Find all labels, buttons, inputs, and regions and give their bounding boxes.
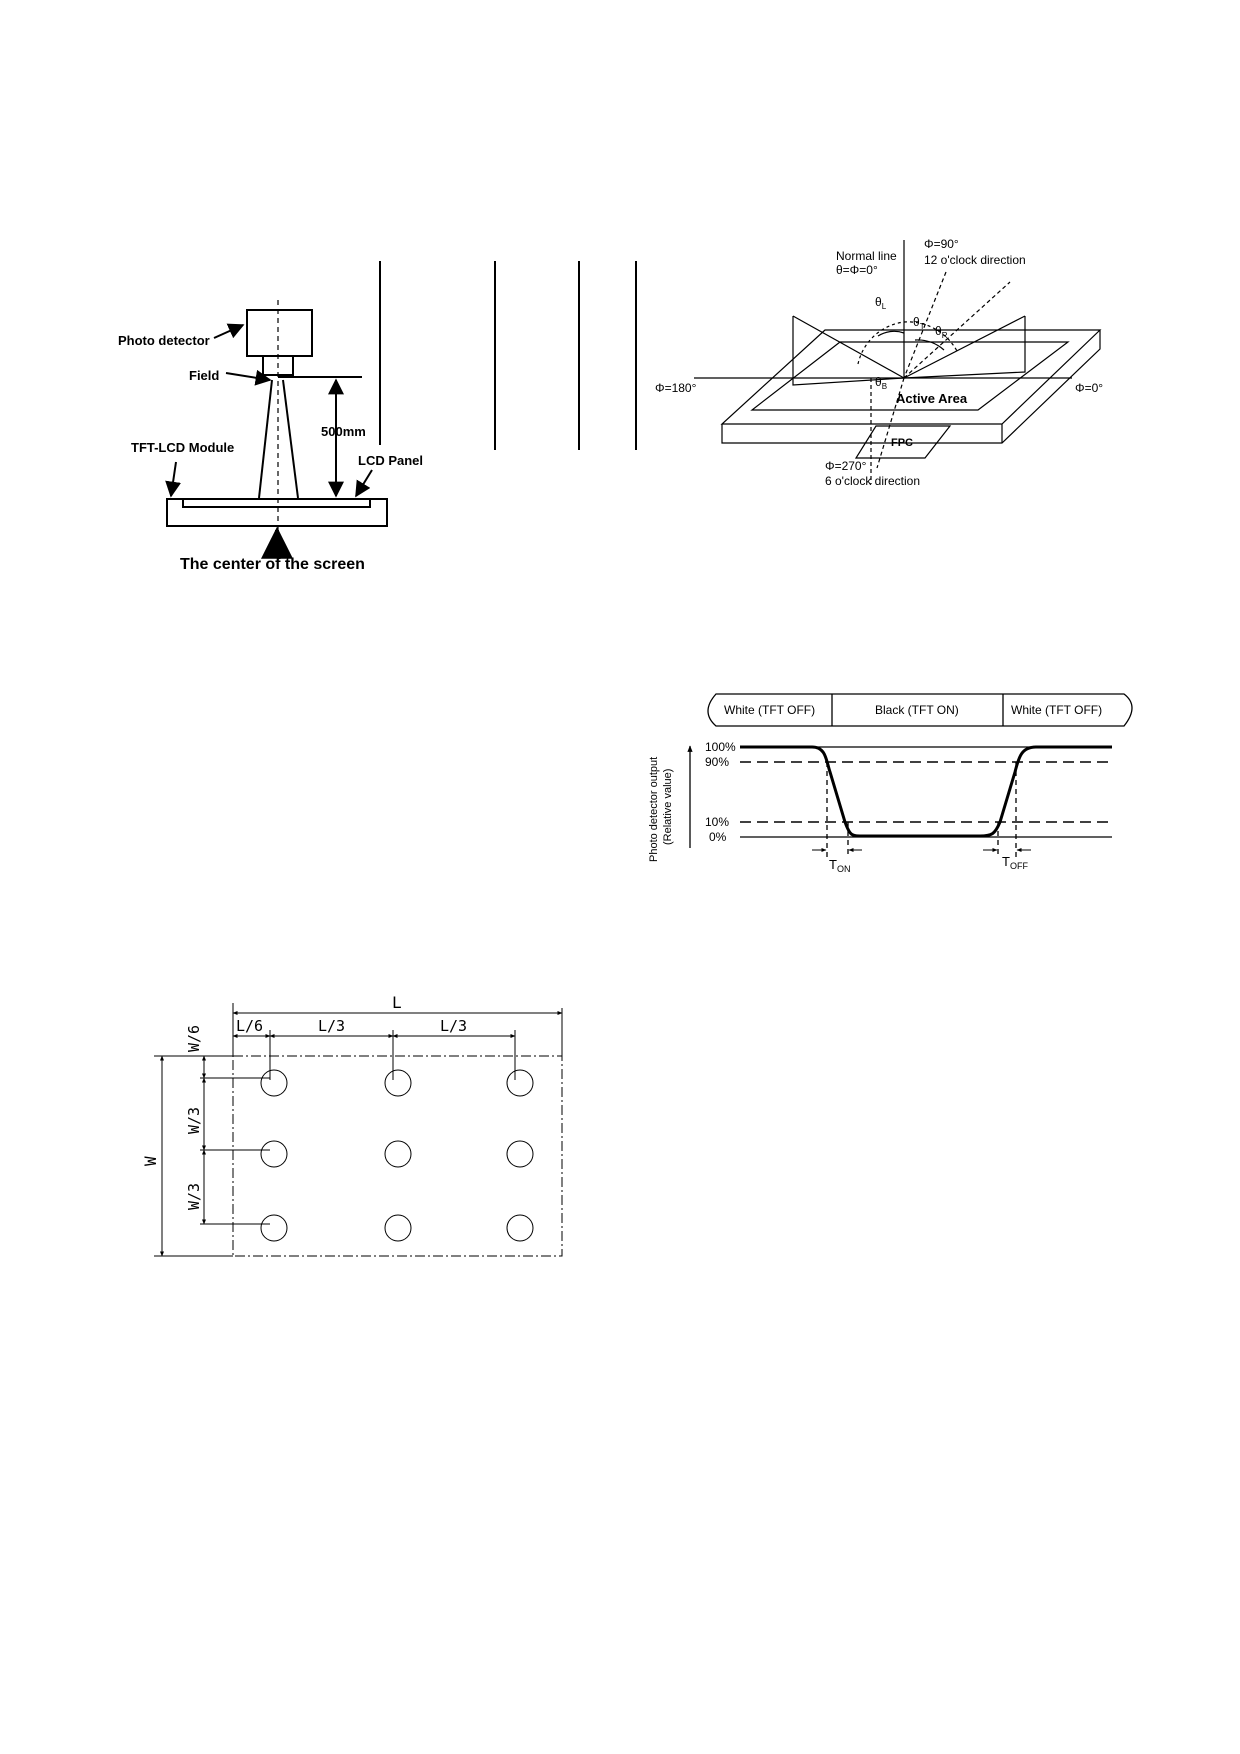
theta-l-label: θL [875,295,887,311]
theta-t-arc [903,321,959,354]
theta-l-arc [857,321,905,365]
tft-lcd-module-box [166,498,388,527]
level-0-label: 0% [709,830,727,844]
measurement-point [506,1214,534,1242]
phi270-dashed-line [876,377,905,469]
photo-detector-pointer [213,323,245,339]
viewing-angle-labels: Φ=90° 12 o'clock direction Normal line θ… [655,237,1103,488]
normal-line-label: Normal line [836,249,897,263]
l6-label: L/6 [236,1017,263,1035]
fpc-tab [854,425,952,459]
distance-label: 500mm [321,424,366,439]
measurement-points-labels: L L/6 L/3 L/3 W W/6 W/3 W/3 [141,993,467,1210]
level-10-label: 10% [705,815,729,829]
lcd-panel-pointer [355,469,373,498]
dir12-label: 12 o'clock direction [924,253,1026,267]
field-label: Field [189,368,219,383]
phi270-label: Φ=270° [825,459,867,473]
measurement-point [384,1214,412,1242]
active-area-outline [750,341,1070,411]
l-label: L [392,993,402,1012]
field-pointer [225,369,272,386]
measurement-point [506,1140,534,1168]
black-mid-label: Black (TFT ON) [875,703,959,717]
w3b-label: W/3 [185,1183,203,1210]
phi90-label: Φ=90° [924,237,959,251]
response-time-diagram: White (TFT OFF) Black (TFT ON) White (TF… [648,693,1133,874]
level-100-label: 100% [705,740,736,754]
measurement-setup-diagram: Photo detector Field 500mm TFT-LCD Modul… [118,261,637,573]
w3a-label: W/3 [185,1107,203,1134]
response-curve [740,745,1112,838]
l3b-label: L/3 [440,1017,467,1035]
measurement-point [260,1140,288,1168]
w6-label: W/6 [185,1025,203,1052]
phi0-label: Φ=0° [1075,381,1103,395]
measurement-point [506,1069,534,1097]
phi180-label: Φ=180° [655,381,697,395]
theta-t-label: θT [913,315,925,331]
measurement-point [384,1140,412,1168]
measurement-points-diagram [154,1003,563,1257]
theta-phi0-label: θ=Φ=0° [836,263,878,277]
photo-detector-label: Photo detector [118,333,210,348]
dir6-label: 6 o'clock direction [825,474,920,488]
left-view-triangle [792,316,905,386]
phi90-dashed-line [903,271,947,379]
l3a-label: L/3 [318,1017,345,1035]
field-cone [258,379,299,499]
lcd-panel-box [182,498,371,508]
viewing-angle-diagram [694,240,1102,484]
white-right-label: White (TFT OFF) [1011,703,1102,717]
fpc-label: FPC [891,437,913,449]
theta-r-dashed-line [903,281,1011,379]
active-area-label: Active Area [896,391,968,406]
lcd-panel-label: LCD Panel [358,453,423,468]
tft-module-pointer [165,461,182,498]
theta-b-arc [877,330,905,337]
white-left-label: White (TFT OFF) [724,703,815,717]
level-90-label: 90% [705,755,729,769]
vertical-separator-lines [379,261,637,450]
timing-markers [826,762,1017,858]
t-on-label: TON [829,857,850,874]
theta-r-arc [914,339,945,351]
screen-outline [232,1055,563,1257]
y-axis-label-line2: (Relative value) [662,769,674,845]
measurement-point [260,1069,288,1097]
measurement-point [260,1214,288,1242]
right-view-triangle [903,316,1026,379]
t-off-label: TOFF [1002,854,1028,871]
measurement-points [260,1069,534,1242]
center-of-screen-label: The center of the screen [180,556,365,573]
tft-lcd-module-label: TFT-LCD Module [131,440,234,455]
theta-r-label: θR [935,324,948,340]
w-label: W [141,1156,160,1166]
theta-b-label: θB [875,375,887,391]
photo-detector-body [246,309,313,357]
state-bar-outline [707,693,1133,727]
measurement-point [384,1069,412,1097]
y-axis-label-line1: Photo detector output [648,757,660,862]
